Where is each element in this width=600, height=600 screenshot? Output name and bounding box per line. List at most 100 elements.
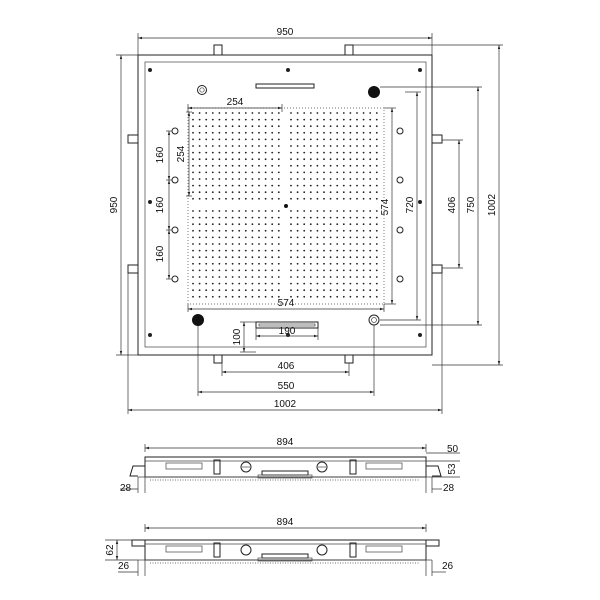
nozzle-dot [218,112,221,114]
nozzle-dot [303,243,306,245]
nozzle-dot [349,223,352,226]
nozzle-dot [375,210,378,212]
nozzle-dot [192,276,194,278]
nozzle-dot [244,276,247,278]
nozzle-dot [192,151,194,154]
nozzle-dot [329,131,332,134]
dim-panel-width: 574 [278,298,295,309]
nozzle-dot [251,262,254,265]
nozzle-dot [231,164,234,167]
nozzle-dot [205,249,208,252]
nozzle-dot [231,229,234,232]
nozzle-dot [264,112,267,114]
nozzle-dot [198,164,201,167]
nozzle-dot [309,178,312,180]
nozzle-dot [238,184,241,187]
nozzle-dot [205,184,208,187]
nozzle-dot [342,210,345,212]
nozzle-dot [211,243,214,245]
nozzle-dot [277,269,280,272]
nozzle-dot [316,164,319,167]
nozzle-dot [342,282,345,285]
nozzle-dot [296,236,299,239]
nozzle-dot [329,171,332,174]
nozzle-dot [309,262,312,265]
nozzle-dot [290,164,292,167]
nozzle-dot [290,125,292,128]
nozzle-dot [375,138,378,141]
nozzle-dot [258,223,260,226]
nozzle-dot [336,158,339,161]
nozzle-dot [231,171,234,174]
nozzle-dot [244,249,247,252]
nozzle-dot [231,243,234,245]
side2-right-offset: 26 [442,561,454,572]
nozzle-dot [375,236,378,239]
nozzle-dot [218,243,221,245]
nozzle-dot [342,236,345,239]
nozzle-dot [290,249,292,252]
nozzle-dot [349,164,352,167]
nozzle-dot [369,197,372,200]
nozzle-dot [303,112,306,114]
nozzle-dot [375,151,378,154]
nozzle-dot [303,269,306,272]
nozzle-dot [303,236,306,239]
nozzle-dot [238,216,241,219]
nozzle-dot [329,118,332,121]
nozzle-dot [198,145,201,147]
nozzle-dot [336,118,339,121]
nozzle-dot [258,243,260,245]
nozzle-dot [349,145,352,147]
nozzle-dot [238,236,241,239]
nozzle-dot [258,131,260,134]
nozzle-dot [225,178,227,180]
nozzle-dot [231,178,234,180]
nozzle-dot [369,151,372,154]
nozzle-dot [349,229,352,232]
nozzle-dot [323,236,325,239]
side1-depth: 50 [447,444,459,455]
nozzle-dot [323,249,325,252]
nozzle-dot [238,269,241,272]
nozzle-dot [218,256,221,259]
nozzle-dot [336,269,339,272]
nozzle-dot [356,210,358,212]
nozzle-dot [218,223,221,226]
nozzle-dot [225,112,227,114]
nozzle-dot [271,191,274,194]
nozzle-dot [271,145,274,147]
nozzle-dot [303,295,306,298]
nozzle-dot [342,216,345,219]
nozzle-dot [356,249,358,252]
nozzle-dot [296,262,299,265]
nozzle-dot [329,210,332,212]
nozzle-dot [336,145,339,147]
nozzle-dot [244,197,247,200]
nozzle-dot [211,145,214,147]
nozzle-dot [218,138,221,141]
nozzle-dot [251,216,254,219]
nozzle-dot [251,138,254,141]
nozzle-dot [369,223,372,226]
dim-bottom-406: 406 [278,361,295,372]
nozzle-dot [309,145,312,147]
nozzle-dot [198,171,201,174]
nozzle-dot [205,178,208,180]
nozzle-dot [329,262,332,265]
nozzle-dot [211,236,214,239]
nozzle-dot [271,125,274,128]
nozzle-dot [303,125,306,128]
nozzle-dot [303,191,306,194]
nozzle-dot [356,151,358,154]
nozzle-dot [375,295,378,298]
nozzle-dot [342,229,345,232]
nozzle-dot [231,191,234,194]
nozzle-dot [192,145,194,147]
nozzle-dot [192,229,194,232]
nozzle-dot [342,223,345,226]
nozzle-dot [205,171,208,174]
nozzle-dot [323,256,325,259]
nozzle-dot [329,178,332,180]
nozzle-dot [303,138,306,141]
